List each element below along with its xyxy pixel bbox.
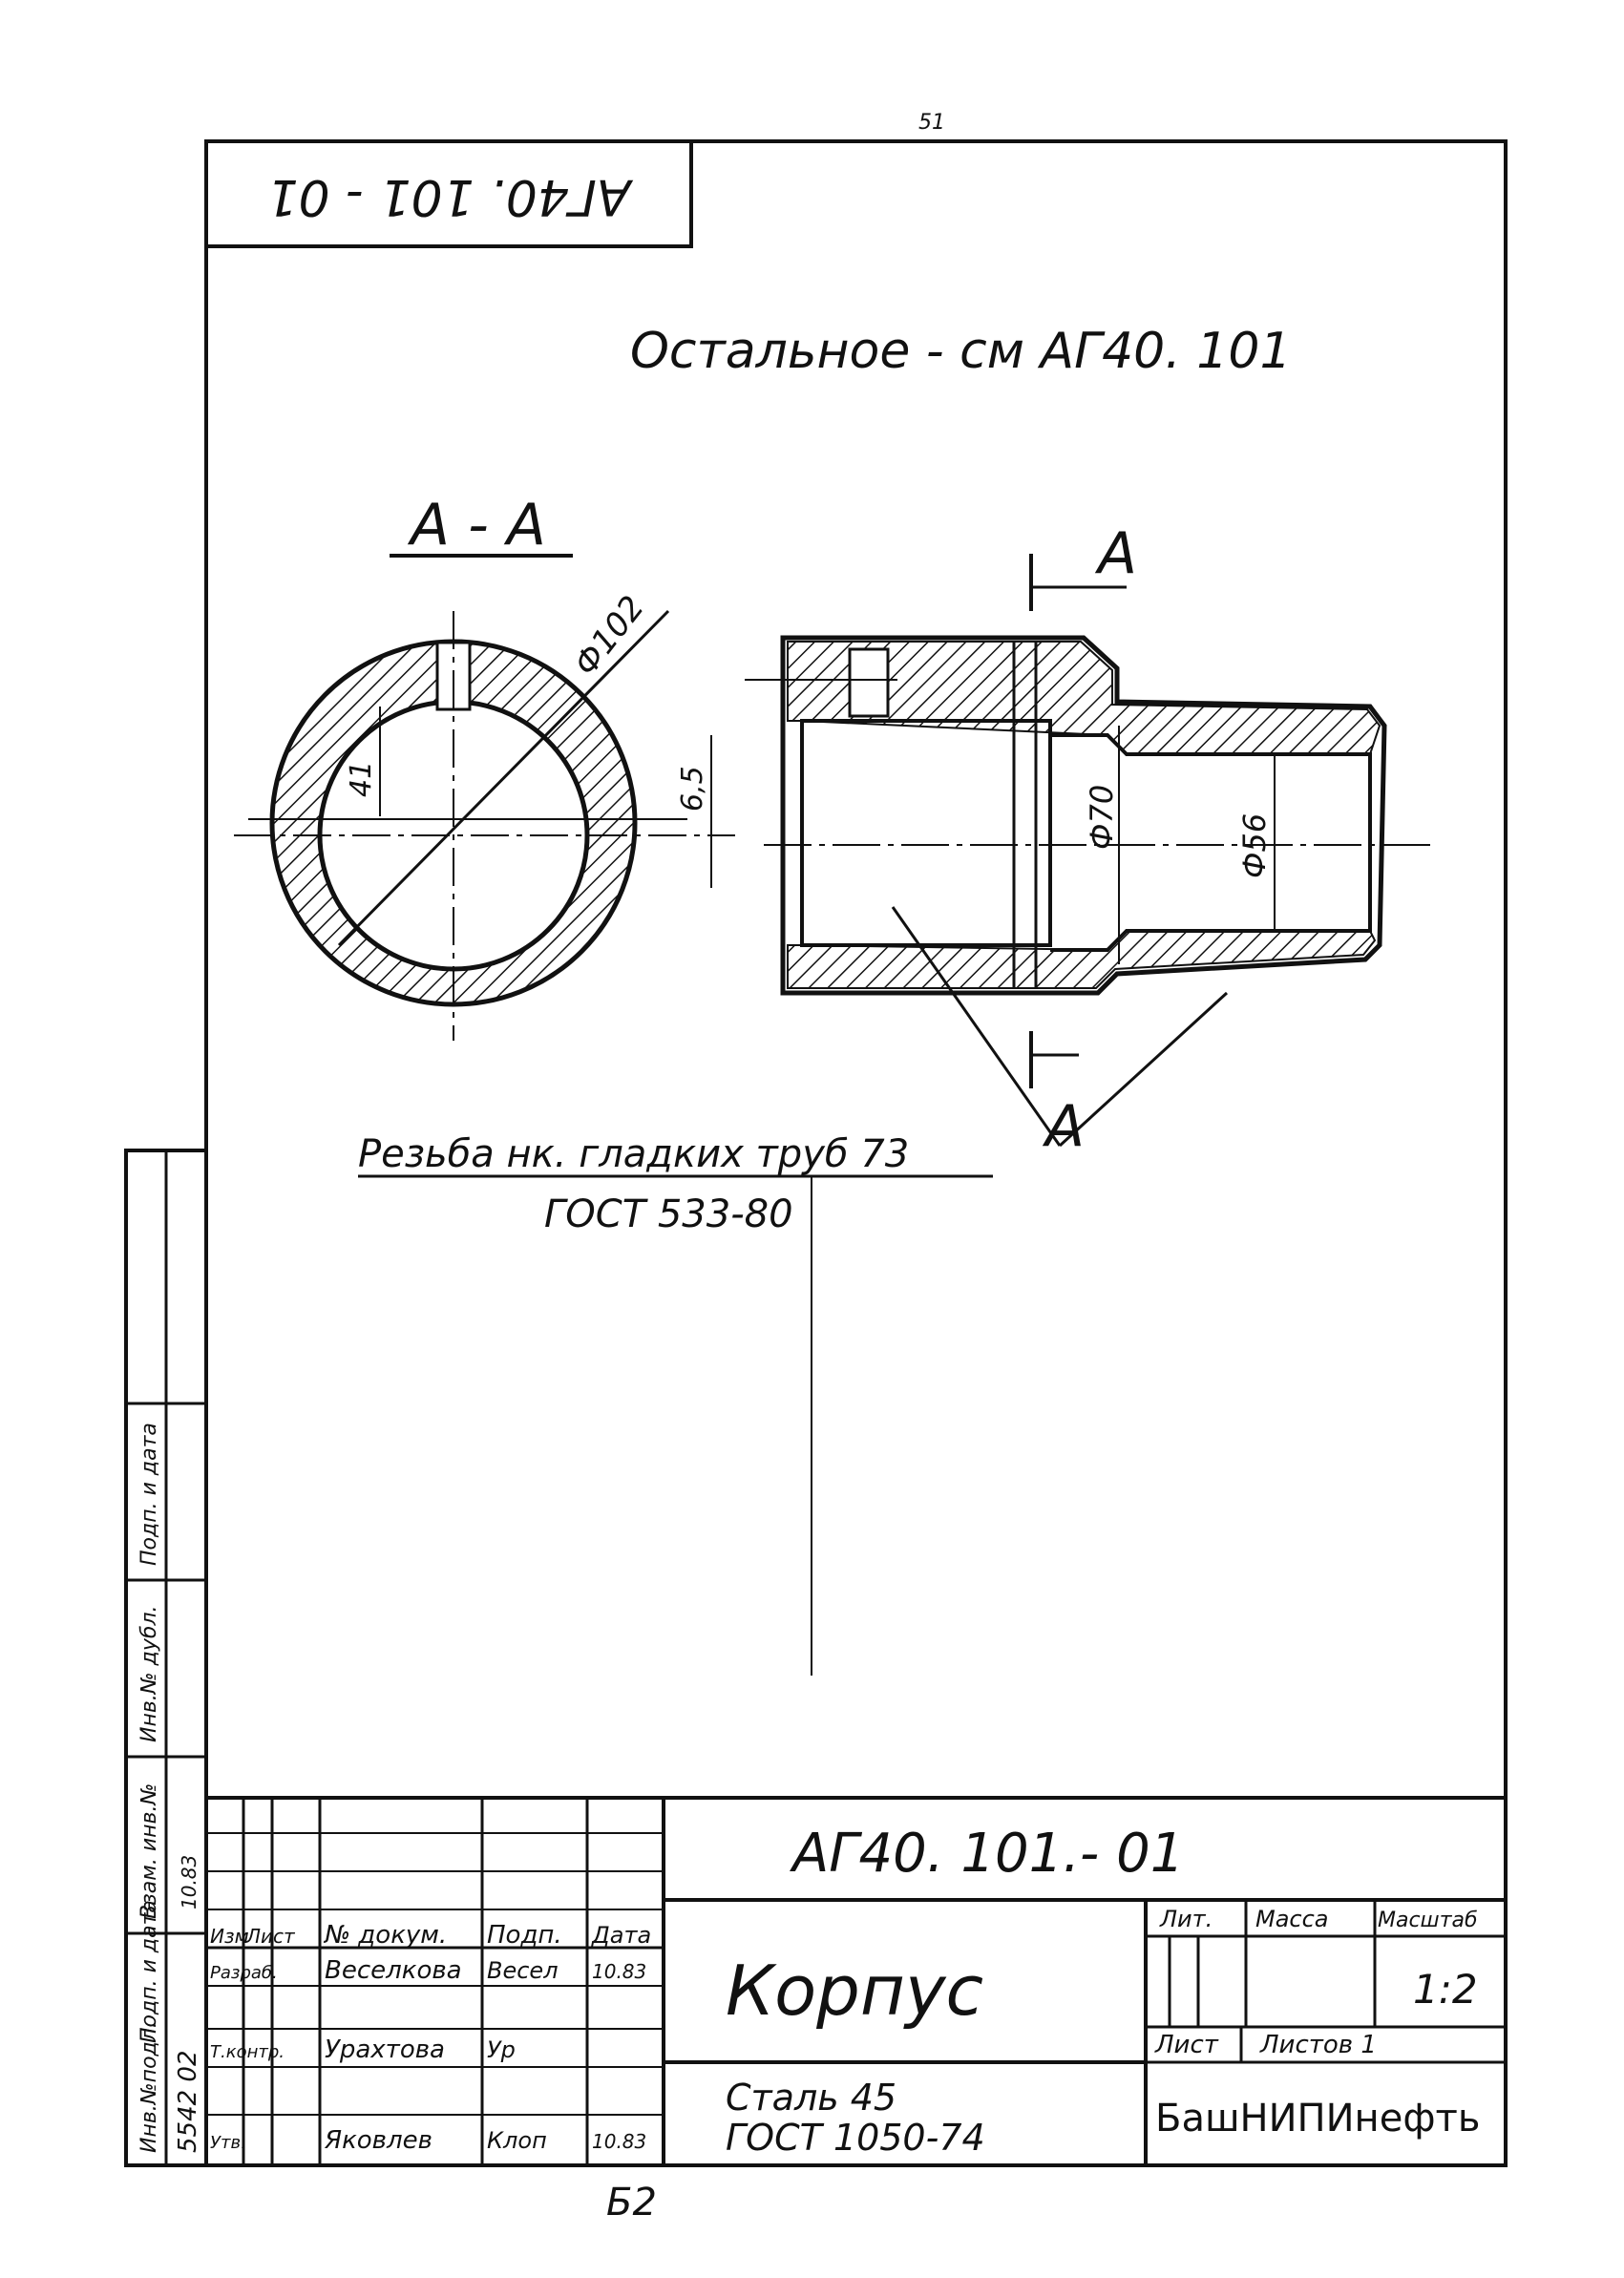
dim-d70: Ф70 (1084, 785, 1120, 850)
tb-row0-date: 10.83 (592, 1960, 646, 1983)
general-note: Остальное - см АГ40. 101 (630, 323, 1292, 380)
tb-lit-label: Лит. (1159, 1906, 1213, 1932)
dim-d41: 41 (345, 761, 378, 797)
thread-note-line2: ГОСТ 533-80 (544, 1192, 793, 1236)
top-stamp-code: АГ40. 101 - 01 (266, 168, 633, 225)
tb-row0-role: Разраб. (210, 1963, 278, 1983)
tb-sheet-label: Лист (1154, 2031, 1219, 2059)
side-label-2: Взам. инв.№ (137, 1783, 161, 1919)
tb-hdr-izm: Изм (210, 1925, 249, 1948)
side-label-4: Подп. и дата (137, 1423, 161, 1566)
cut-label-bottom: А (1042, 1093, 1085, 1160)
tb-sheets-label: Листов 1 (1259, 2031, 1377, 2059)
title-block: Изм Лист № докум. Подп. Дата Разраб. Вес… (206, 1796, 1506, 2165)
tb-hdr-list: Лист (245, 1925, 296, 1948)
bottom-mark: Б2 (606, 2181, 657, 2225)
page-number: 51 (918, 111, 945, 135)
tb-row1-sign: Ур (487, 2036, 516, 2063)
wall-hatch-top (787, 641, 1381, 755)
side-inv-no: 5542 02 (174, 2050, 202, 2153)
wall-hatch-bottom (787, 930, 1377, 989)
tb-hdr-date: Дата (591, 1922, 651, 1949)
tb-row2-name: Яковлев (324, 2126, 432, 2155)
top-stamp-box (204, 139, 693, 248)
tb-scale-label: Масштаб (1378, 1909, 1478, 1932)
tb-designation: АГ40. 101.- 01 (790, 1823, 1184, 1885)
tb-organization: БашНИПИнефть (1155, 2097, 1480, 2141)
tb-row0-sign: Весел (487, 1957, 559, 1984)
thread-note-line1: Резьба нк. гладких труб 73 (358, 1132, 909, 1176)
body-outline (780, 635, 1387, 996)
tb-row1-name: Урахтова (325, 2035, 445, 2064)
radial-hole-long (848, 647, 890, 718)
section-label: А - А (407, 492, 546, 559)
tb-hdr-doc: № докум. (323, 1921, 447, 1950)
dim-d56: Ф56 (1236, 813, 1273, 878)
tb-material-2: ГОСТ 1050-74 (726, 2117, 985, 2159)
thread-leader-2 (1058, 991, 1229, 1148)
thread-leader-1 (891, 906, 1062, 1147)
tb-row2-sign: Клоп (487, 2127, 547, 2154)
tb-row0-name: Веселкова (325, 1956, 462, 1985)
tb-row2-role: Утв. (210, 2133, 246, 2153)
tb-material-1: Сталь 45 (726, 2077, 896, 2119)
d102-leader (337, 609, 670, 947)
tb-scale-value: 1:2 (1413, 1966, 1478, 2013)
tb-hdr-sign: Подп. (487, 1921, 562, 1950)
tb-mass-label: Масса (1255, 1906, 1329, 1932)
tb-part-name: Корпус (726, 1951, 983, 2031)
dim-d65: 6,5 (676, 766, 709, 812)
side-column: Инв.№подл. Подп. и дата Взам. инв.№ Инв.… (124, 1149, 208, 2167)
longitudinal-view: А Ф70 Ф56 А (358, 520, 1432, 1676)
cut-label-top: А (1094, 520, 1137, 587)
side-label-3: Инв.№ дубл. (137, 1605, 161, 1742)
tb-row1-role: Т.контр. (210, 2042, 285, 2062)
side-sign-date: 10.83 (178, 1855, 200, 1909)
section-view-aa: Ф102 41 6,5 (234, 589, 735, 1041)
side-label-0: Инв.№подл. (137, 2021, 161, 2153)
tb-row2-date: 10.83 (592, 2130, 646, 2153)
side-label-1: Подп. и дата (137, 1900, 161, 2043)
